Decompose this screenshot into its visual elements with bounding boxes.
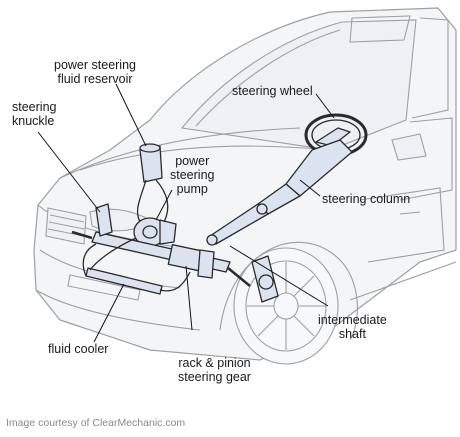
leader-rack bbox=[185, 265, 193, 331]
leader-pump bbox=[155, 189, 173, 221]
label-steering-wheel: steering wheel bbox=[232, 84, 313, 98]
leader-column bbox=[299, 179, 321, 197]
leader-knuckle bbox=[37, 131, 101, 213]
image-credit: Image courtesy of ClearMechanic.com bbox=[6, 417, 186, 429]
hydraulic-lines bbox=[82, 179, 191, 292]
leader-reservoir bbox=[115, 83, 147, 147]
label-rack-and-pinion-steering-gear: rack & pinion steering gear bbox=[178, 356, 251, 384]
leader-wheel bbox=[315, 93, 335, 119]
label-intermediate-shaft: intermediate shaft bbox=[318, 313, 387, 341]
steering-system bbox=[71, 113, 368, 303]
label-fluid-cooler: fluid cooler bbox=[48, 342, 109, 356]
leader-shaft bbox=[229, 245, 329, 307]
leader-lines bbox=[37, 83, 335, 343]
cooler-part bbox=[85, 267, 163, 295]
leader-cooler bbox=[93, 283, 125, 343]
label-steering-column: steering column bbox=[322, 192, 411, 206]
label-steering-knuckle: steering knuckle bbox=[12, 100, 57, 128]
front-wheel bbox=[233, 247, 339, 365]
label-power-steering-pump: power steering pump bbox=[170, 154, 215, 196]
label-power-steering-fluid-reservoir: power steering fluid reservoir bbox=[54, 58, 136, 86]
